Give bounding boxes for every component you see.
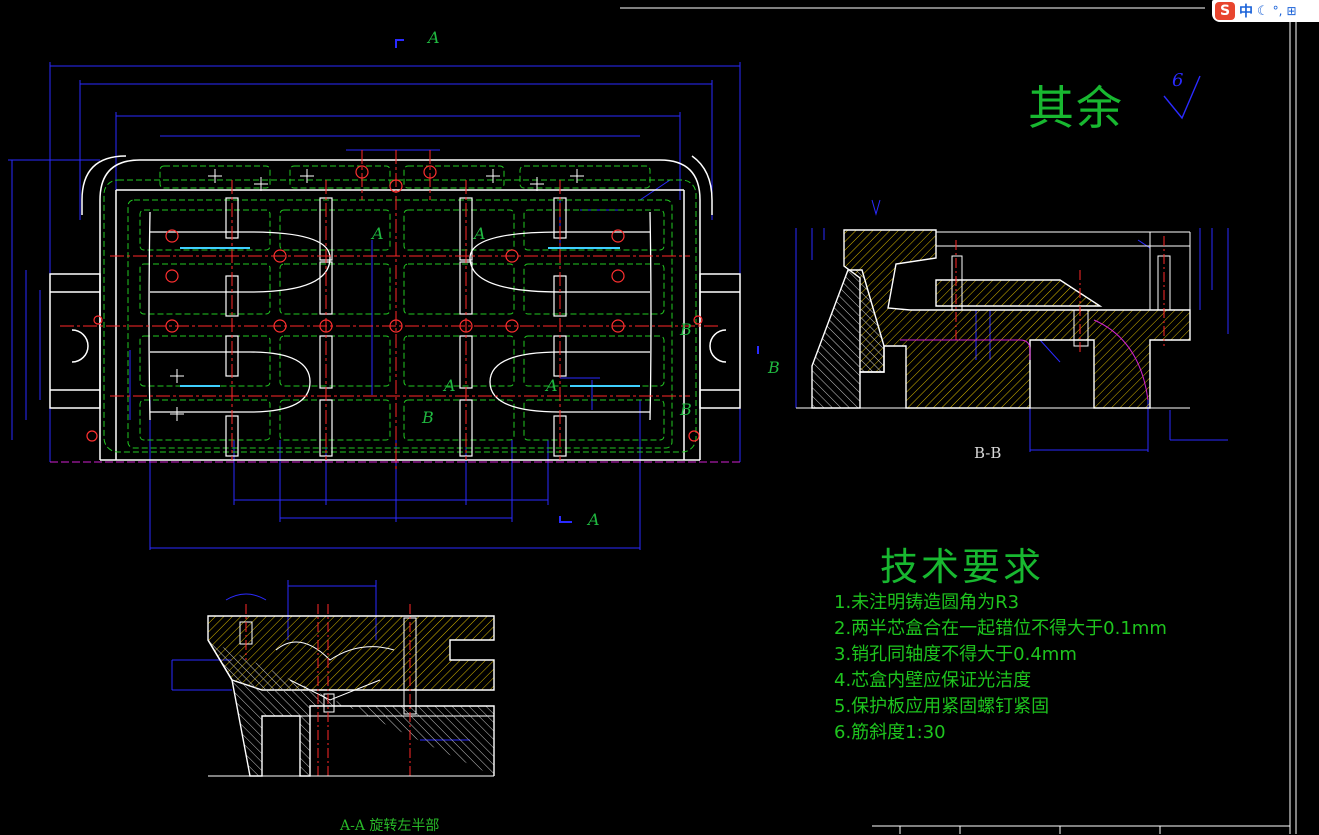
plan-view xyxy=(8,39,759,550)
plane-label-b: B xyxy=(422,408,434,427)
ime-punctuation-toggle[interactable]: °, xyxy=(1272,4,1283,18)
plane-label-b: B xyxy=(680,320,692,339)
tech-requirement-item: 2.两半芯盒合在一起错位不得大于0.1mm xyxy=(834,618,1167,639)
ime-toolbar[interactable]: S 中 ☾ °, ⊞ xyxy=(1212,0,1319,22)
plane-label-b: B xyxy=(680,400,692,419)
moon-icon[interactable]: ☾ xyxy=(1257,3,1269,19)
plane-label-a: A xyxy=(474,224,486,243)
tech-requirement-item: 6.筋斜度1:30 xyxy=(834,722,946,743)
roughness-value: 6 xyxy=(1172,70,1184,91)
tech-requirement-item: 5.保护板应用紧固螺钉紧固 xyxy=(834,696,1050,717)
section-aa-title: A-A 旋转左半部 xyxy=(340,818,440,834)
remainder-roughness-label: 其余 xyxy=(1028,81,1124,135)
plane-label-a: A xyxy=(372,224,384,243)
drawing-frame xyxy=(620,7,1297,834)
ime-language-toggle[interactable]: 中 xyxy=(1239,4,1253,20)
tech-requirements-title: 技术要求 xyxy=(880,545,1045,589)
section-marker-a-bottom: A xyxy=(588,510,600,529)
section-bb-view xyxy=(795,199,1229,452)
section-marker-a-top: A xyxy=(428,28,440,47)
tech-requirement-item: 1.未注明铸造圆角为R3 xyxy=(834,592,1020,613)
section-marker-b: B xyxy=(768,358,780,377)
keyboard-icon[interactable]: ⊞ xyxy=(1286,4,1297,18)
plane-label-a: A xyxy=(546,376,558,395)
roughness-symbol xyxy=(1163,75,1201,120)
tech-requirement-item: 4.芯盒内壁应保证光洁度 xyxy=(834,670,1032,691)
section-bb-title: B-B xyxy=(974,444,1002,462)
plane-label-a: A xyxy=(444,376,456,395)
section-aa-view xyxy=(171,580,495,777)
ime-logo-icon[interactable]: S xyxy=(1215,2,1235,20)
tech-requirement-item: 3.销孔同轴度不得大于0.4mm xyxy=(834,644,1077,665)
